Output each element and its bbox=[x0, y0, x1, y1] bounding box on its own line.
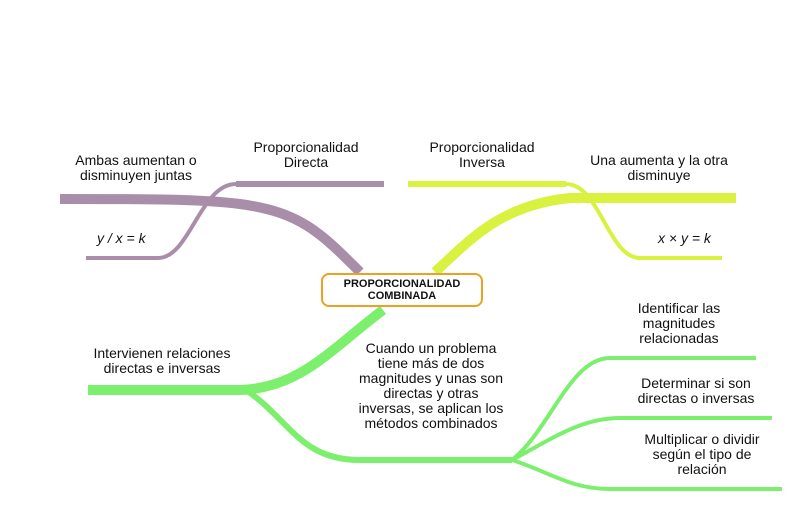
step-identify: Identificar las magnitudes relacionadas bbox=[637, 300, 721, 346]
central-node-title: PROPORCIONALIDAD COMBINADA bbox=[343, 278, 461, 302]
combined-relation: Intervienen relaciones directas e invers… bbox=[93, 345, 231, 376]
combined-trunk-branch bbox=[88, 306, 387, 395]
inverse-formula: x × y = k bbox=[658, 230, 711, 246]
inverse-formula-branch bbox=[565, 182, 722, 260]
inverse-title: Proporcionalidad Inversa bbox=[429, 139, 535, 170]
direct-title: Proporcionalidad Directa bbox=[253, 139, 359, 170]
step-multiply-divide: Multiplicar o dividir según el tipo de r… bbox=[644, 431, 760, 477]
combined-definition: Cuando un problema tiene más de dos magn… bbox=[358, 340, 504, 431]
direct-trunk-branch bbox=[59, 194, 364, 276]
step-1-branch bbox=[510, 356, 756, 462]
inverse-trunk-branch bbox=[431, 192, 736, 276]
combined-definition-branch bbox=[244, 387, 512, 463]
step-3-branch bbox=[511, 458, 782, 491]
step-2-branch bbox=[511, 416, 772, 462]
direct-description: Ambas aumentan o disminuyen juntas bbox=[75, 152, 197, 183]
step-determine: Determinar si son directas o inversas bbox=[637, 375, 755, 406]
inverse-description: Una aumenta y la otra disminuye bbox=[590, 152, 728, 183]
direct-formula-branch bbox=[86, 182, 237, 260]
central-node[interactable]: PROPORCIONALIDAD COMBINADA bbox=[321, 273, 483, 307]
direct-formula: y / x = k bbox=[97, 230, 146, 246]
